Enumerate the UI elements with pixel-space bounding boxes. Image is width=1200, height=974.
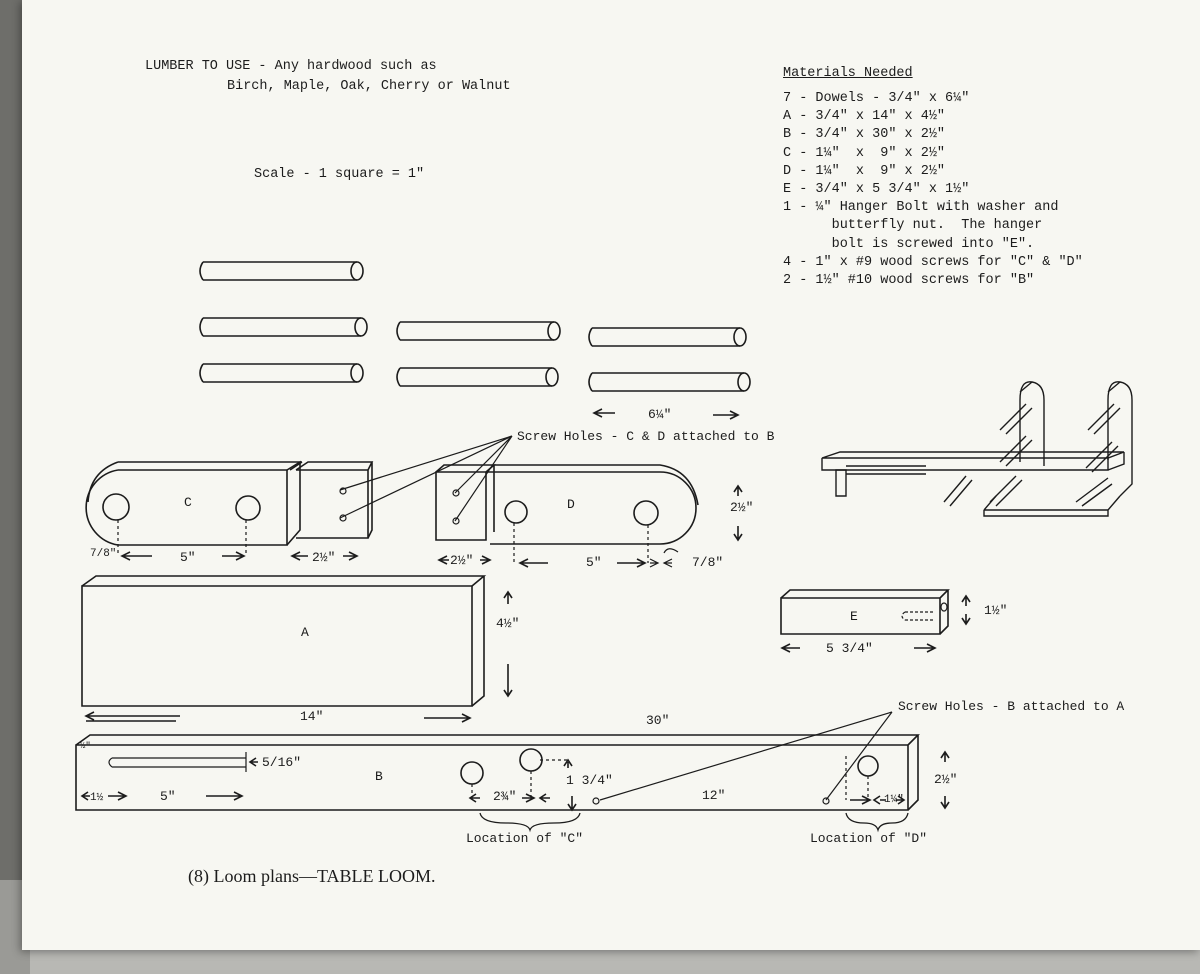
- dowel-dim-arrow: [592, 408, 615, 418]
- b-134-arrows: [563, 758, 577, 812]
- b-12-dim: 12": [702, 788, 725, 803]
- e-length-dim: 5 3/4": [826, 641, 873, 656]
- part-c: [85, 460, 374, 555]
- part-c-label: C: [184, 495, 192, 510]
- page: [22, 0, 1200, 950]
- material-item: 1 - ¼" Hanger Bolt with washer and: [783, 200, 1059, 216]
- location-c-label: Location of "C": [466, 831, 583, 846]
- d-height-arrows: [733, 484, 743, 542]
- material-item: A - 3/4" x 14" x 4½": [783, 109, 946, 125]
- dowel: [199, 317, 368, 337]
- c-dim-arrows: [120, 551, 246, 561]
- b-516-dim: 5/16": [262, 755, 301, 770]
- screw-callout-lines: [339, 435, 513, 522]
- b-1quarter-dim: 1¼": [884, 794, 904, 806]
- e-height-dim: 1½": [984, 603, 1007, 618]
- c-left-dim: 7/8": [90, 548, 116, 560]
- dowel: [199, 363, 364, 383]
- b-1half-dim: 1½: [90, 792, 104, 804]
- b-234-dim: 2¾": [493, 789, 516, 804]
- part-d-label: D: [567, 497, 575, 512]
- material-item: E - 3/4" x 5 3/4" x 1½": [783, 182, 970, 198]
- lumber-line-2: Birch, Maple, Oak, Cherry or Walnut: [227, 79, 511, 94]
- part-e: [780, 589, 950, 635]
- b-height-dim: 2½": [934, 772, 957, 787]
- screw-holes-cd-label: Screw Holes - C & D attached to B: [517, 429, 775, 444]
- material-item: C - 1¼" x 9" x 2½": [783, 145, 946, 161]
- figure-caption: (8) Loom plans—TABLE LOOM.: [188, 866, 436, 886]
- b-5-dim: 5": [160, 789, 176, 804]
- b-134-dim: 1 3/4": [566, 773, 613, 788]
- dowel: [588, 372, 751, 392]
- b-length-dim: 30": [646, 713, 669, 728]
- dowel: [588, 327, 747, 347]
- dowel: [396, 367, 559, 387]
- dowel: [199, 261, 364, 281]
- c-2half-dim: 2½": [312, 550, 335, 565]
- materials-list: 7 - Dowels - 3/4" x 6¼" A - 3/4" x 14" x…: [783, 90, 1083, 290]
- d-2half-dim: 2½": [450, 553, 473, 568]
- part-b-label: B: [375, 769, 383, 784]
- b-234-arrows: [468, 793, 550, 803]
- book-edge: [0, 0, 22, 974]
- part-a: [81, 575, 487, 707]
- materials-title: Materials Needed: [783, 66, 913, 81]
- material-item: butterfly nut. The hanger: [783, 218, 1043, 234]
- part-d: [435, 464, 699, 563]
- d-78-dim: 7/8": [692, 555, 723, 570]
- screw-holes-ba-label: Screw Holes - B attached to A: [898, 699, 1124, 714]
- d-dim-arrows: [437, 555, 492, 565]
- part-a-label: A: [301, 625, 309, 640]
- dowel-dim-arrow: [713, 410, 740, 420]
- b-dim-arrows: [80, 791, 244, 801]
- material-item: bolt is screwed into "E".: [783, 236, 1035, 252]
- brace-d: [845, 812, 909, 833]
- d-height-dim: 2½": [730, 500, 753, 515]
- c-5-dim: 5": [180, 550, 196, 565]
- d-78-arrows: [649, 548, 679, 568]
- b-1quarter-arrows: [850, 795, 906, 805]
- material-item: D - 1¼" x 9" x 2½": [783, 163, 946, 179]
- scale-note: Scale - 1 square = 1": [254, 167, 425, 182]
- a-width-dim: 14": [300, 709, 323, 724]
- assembly-sketch: [821, 381, 1133, 517]
- material-item: 2 - 1½" #10 wood screws for "B": [783, 273, 1035, 289]
- b-516-arrow: [248, 757, 258, 767]
- d-dim-arrows-2: [518, 558, 647, 568]
- b-small-dim: ½": [80, 741, 91, 751]
- e-length-arrows: [780, 643, 937, 653]
- e-height-arrows: [961, 594, 971, 626]
- dowel-length-label: 6¼": [648, 407, 671, 422]
- material-item: 7 - Dowels - 3/4" x 6¼": [783, 91, 970, 106]
- part-b: [75, 734, 920, 811]
- a-width-arrows: [84, 711, 472, 723]
- location-d-label: Location of "D": [810, 831, 927, 846]
- b-height-arrows: [940, 750, 950, 810]
- d-5-dim: 5": [586, 555, 602, 570]
- dowel: [396, 321, 561, 341]
- a-height-dim: 4½": [496, 616, 519, 631]
- material-item: B - 3/4" x 30" x 2½": [783, 127, 946, 143]
- brace-c: [479, 812, 581, 833]
- part-e-label: E: [850, 609, 858, 624]
- c-dim-arrows-2: [290, 551, 359, 561]
- dowels: [199, 261, 751, 392]
- material-item: 4 - 1" x #9 wood screws for "C" & "D": [783, 254, 1083, 270]
- a-height-arrows: [503, 590, 513, 698]
- screw-callout-ba: [599, 711, 893, 801]
- lumber-line-1: LUMBER TO USE - Any hardwood such as: [145, 59, 437, 74]
